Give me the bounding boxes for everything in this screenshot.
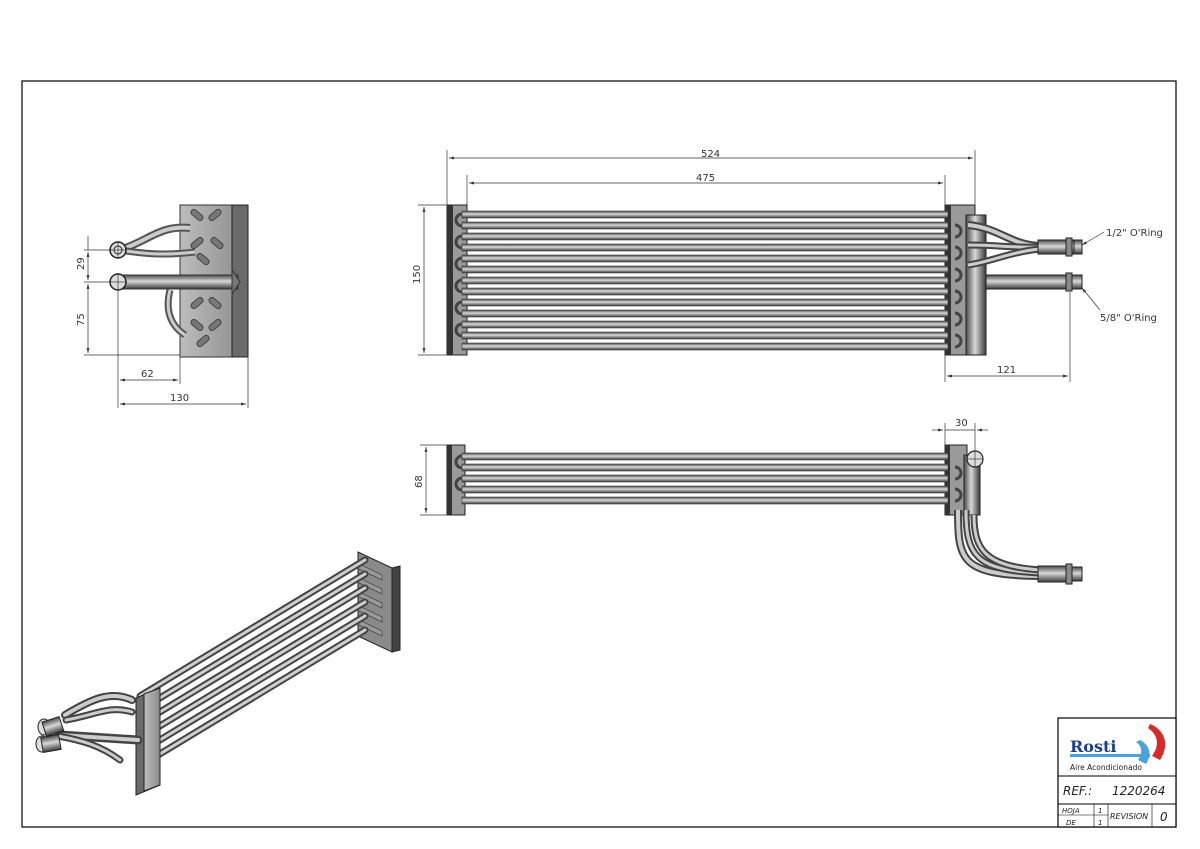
top-view-dimensions [418,150,1105,382]
de-label: DE [1066,819,1076,827]
callout-five-eighths-oring: 5/8" O'Ring [1100,313,1157,324]
brand-subtitle: Aire Acondicionado [1070,763,1142,772]
end-view [109,204,249,358]
end-view-dimensions [84,236,249,408]
dim-30: 30 [955,418,968,429]
hoja-value: 1 [1098,807,1102,815]
sheet-border [21,80,1177,828]
side-view-dimensions [420,423,988,516]
rosti-logo: Rosti Aire Acondicionado [1070,724,1166,772]
de-value: 1 [1098,819,1102,827]
dim-524: 524 [701,149,720,160]
top-view [446,204,1083,356]
side-view [446,444,1083,585]
isometric-view [35,551,401,796]
revision-value: 0 [1160,810,1168,824]
dim-475: 475 [696,173,715,184]
dim-62: 62 [141,369,154,380]
dim-75: 75 [76,313,87,326]
dim-121: 121 [997,365,1016,376]
hoja-label: HOJA [1062,807,1080,815]
revision-label: REVISION [1110,812,1148,821]
brand-name: Rosti [1070,737,1116,756]
callout-half-inch-oring: 1/2" O'Ring [1106,228,1163,239]
dim-68: 68 [414,475,425,488]
ref-label: REF.: [1063,784,1092,798]
ref-value: 1220264 [1112,784,1165,798]
dim-29: 29 [76,257,87,270]
title-block: Rosti Aire Acondicionado REF.: 1220264 H… [1057,717,1177,828]
dim-130: 130 [170,393,189,404]
dim-150: 150 [412,265,423,284]
